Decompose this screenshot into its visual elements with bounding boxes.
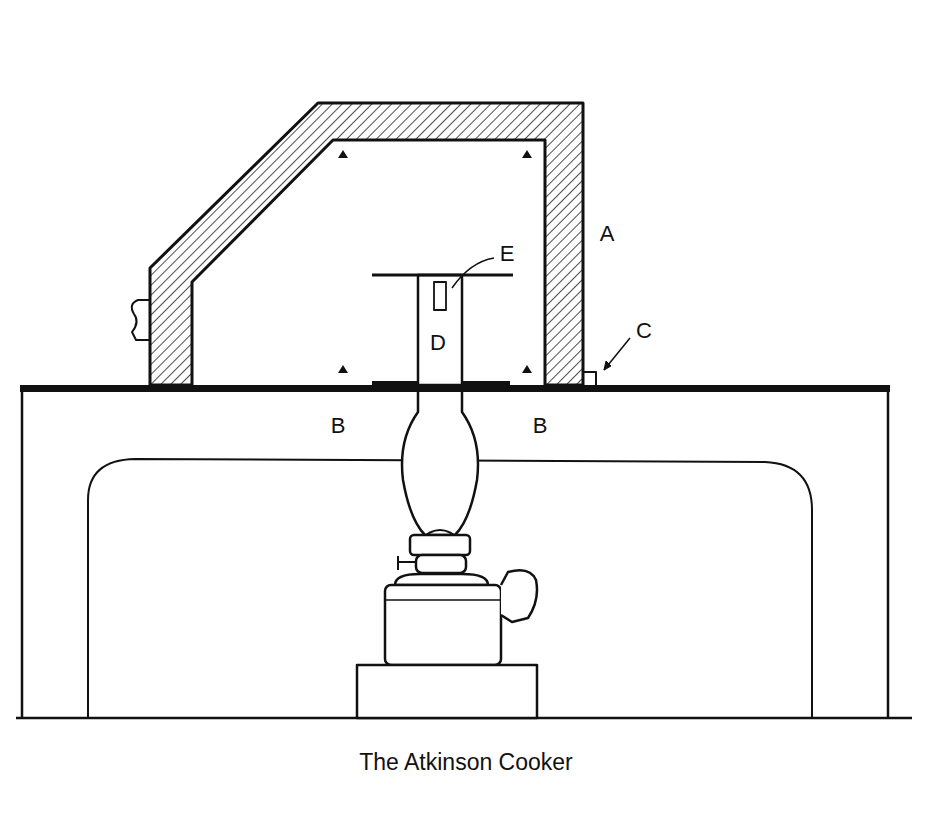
leader-c-head: [604, 361, 611, 370]
lamp-key: [398, 556, 416, 570]
part-letter: D: [429, 332, 447, 354]
leader-e: [452, 258, 494, 288]
tube-slot: [434, 282, 446, 310]
lamp-stand: [357, 665, 537, 718]
part-letter: E: [499, 243, 516, 265]
lamp-neck: [416, 555, 466, 573]
box-handle: [132, 300, 150, 340]
table-left-edge: [21, 390, 24, 718]
part-letter: B: [330, 415, 347, 437]
lamp-handle: [501, 570, 537, 622]
lamp-chimney: [402, 392, 478, 535]
plate-e: [372, 274, 513, 277]
lamp-collar: [410, 535, 470, 555]
leader-c: [604, 338, 630, 370]
lamp-band: [385, 599, 501, 601]
part-letter: C: [635, 320, 653, 342]
latch: [583, 372, 596, 385]
table-right-edge: [887, 390, 890, 718]
part-letter: B: [532, 415, 549, 437]
part-letter: A: [599, 223, 616, 245]
flue-tube: [418, 275, 462, 385]
figure-caption: The Atkinson Cooker: [359, 751, 573, 774]
lamp-font: [385, 585, 501, 665]
lamp-shoulder: [395, 574, 488, 585]
insulated-box: [150, 103, 583, 385]
corner-marks: [338, 150, 532, 373]
